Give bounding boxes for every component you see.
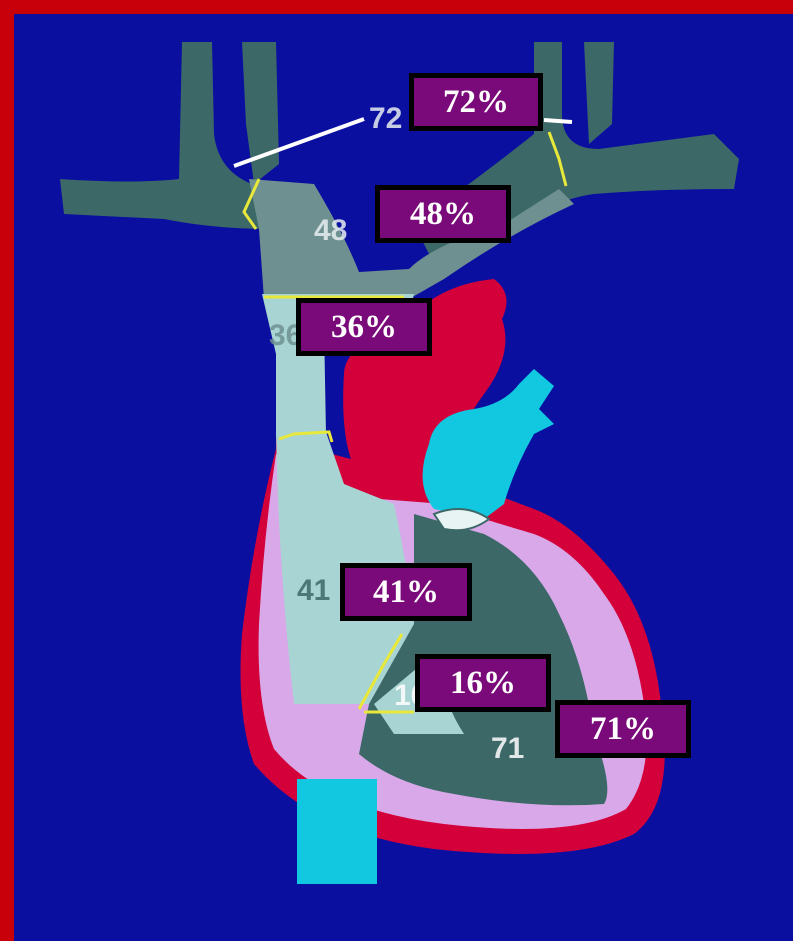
label-left-ventricle-text: 71% — [590, 711, 656, 748]
label-innominate-text: 72% — [443, 84, 509, 121]
underlying-value-left-ventricle: 71 — [491, 732, 524, 766]
underlying-value-innominate: 72 — [369, 102, 402, 136]
underlying-value-svc-upper: 48 — [314, 214, 347, 248]
label-left-ventricle: 71% — [555, 700, 691, 758]
label-svc: 36% — [296, 298, 432, 356]
label-right-atrium-text: 41% — [373, 574, 439, 611]
label-right-ventricle: 16% — [415, 654, 551, 712]
label-svc-text: 36% — [331, 309, 397, 346]
descending-vessel — [297, 779, 377, 884]
underlying-value-right-atrium: 41 — [297, 574, 330, 608]
pointer-line-right — [544, 120, 572, 122]
right-jugular-branch — [584, 42, 614, 144]
diagram-canvas: 72 48 36 41 16 71 72% 48% 36% 41% 16% 71… — [14, 14, 793, 941]
label-right-ventricle-text: 16% — [450, 665, 516, 702]
left-jugular-vein — [60, 42, 272, 229]
label-svc-upper-text: 48% — [410, 196, 476, 233]
label-svc-upper: 48% — [375, 185, 511, 243]
label-right-atrium: 41% — [340, 563, 472, 621]
heart-diagram — [14, 14, 793, 941]
label-innominate: 72% — [409, 73, 543, 131]
